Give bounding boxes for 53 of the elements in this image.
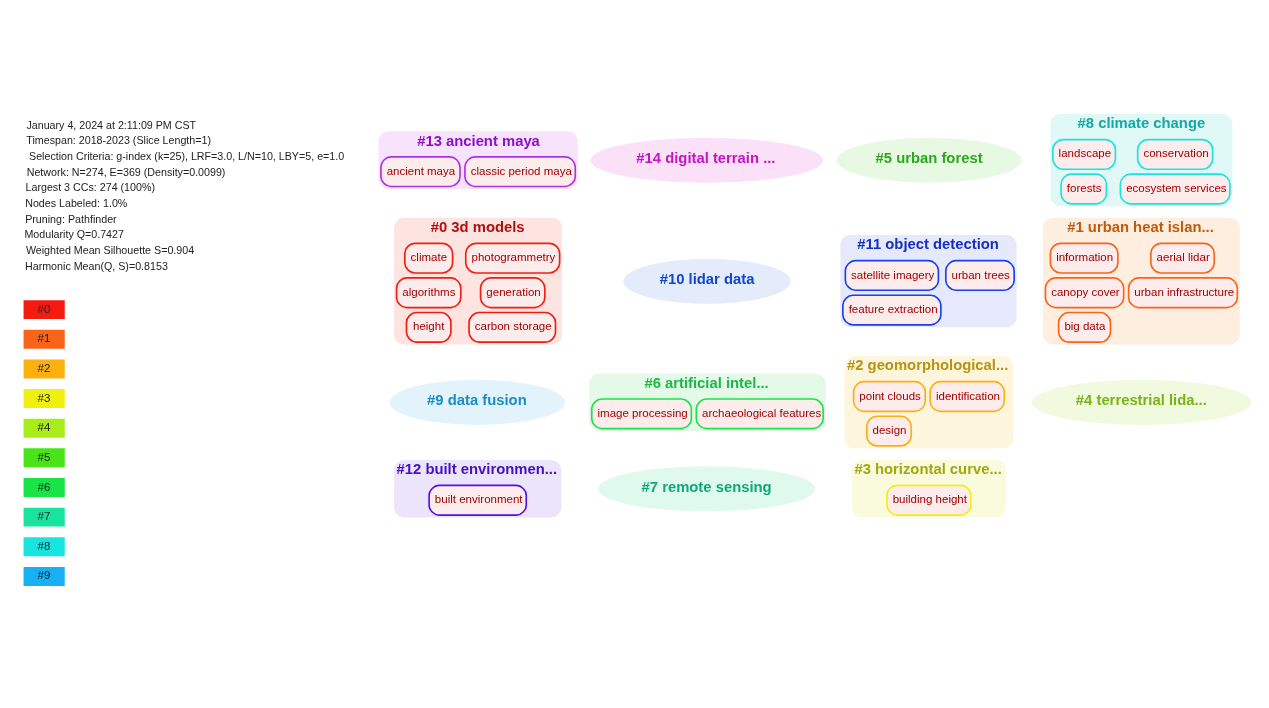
node-box: feature extraction	[842, 293, 942, 326]
label: Harmonic Mean(Q, S)=0.8153	[25, 259, 168, 272]
legend-label: #3	[37, 391, 51, 404]
node-box: carbon storage	[468, 311, 557, 343]
node-box: aerial lidar	[1150, 242, 1216, 274]
legend-label: #4	[37, 420, 51, 433]
node-box: canopy cover	[1044, 276, 1125, 308]
node-box: point clouds	[852, 380, 927, 412]
node-ellipse: #9 data fusion	[389, 379, 566, 425]
legend-label: #8	[37, 539, 51, 552]
node-box: conservation	[1136, 138, 1214, 170]
node-box: ancient maya	[380, 155, 461, 187]
node-ellipse: #4 terrestrial lida...	[1031, 379, 1252, 425]
node-box: landscape	[1052, 138, 1117, 170]
node-box: satellite imagery	[844, 259, 940, 291]
node-box: archaeological features	[695, 397, 824, 429]
node-ellipse: #14 digital terrain ...	[590, 137, 824, 183]
label: Network: N=274, E=369 (Density=0.0099)	[26, 165, 226, 178]
legend-label: #0	[37, 302, 51, 315]
label: Selection Criteria: g-index (k=25), LRF=3.0, L/N=10, LBY=5, e=1.0	[29, 149, 345, 162]
legend-label: #6	[37, 480, 51, 493]
label: Modularity Q=0.7427	[24, 227, 124, 240]
node-box: classic period maya	[464, 155, 577, 187]
node-box: height	[405, 311, 452, 343]
node-box: image processing	[590, 397, 693, 429]
legend-label: #1	[37, 331, 51, 344]
node-box: ecosystem services	[1119, 172, 1231, 205]
label: January 4, 2024 at 2:11:09 PM CST	[26, 118, 197, 131]
node-box: algorithms	[395, 276, 462, 308]
node-box: climate	[404, 242, 454, 274]
node-box: built environment	[428, 484, 528, 516]
node-box: design	[865, 414, 913, 447]
label: Largest 3 CCs: 274 (100%)	[25, 180, 156, 193]
node-box: generation	[479, 276, 546, 308]
label: Weighted Mean Silhouette S=0.904	[25, 243, 195, 256]
node-ellipse: #10 lidar data	[623, 258, 791, 304]
node-box: urban trees	[945, 259, 1015, 291]
node-box: building height	[886, 484, 972, 516]
legend-label: #9	[37, 568, 51, 581]
node-box: information	[1049, 242, 1119, 274]
node-box: photogrammetry	[464, 242, 561, 274]
label: Nodes Labeled: 1.0%	[25, 196, 128, 209]
label: Timespan: 2018-2023 (Slice Length=1)	[26, 133, 212, 146]
label: Pruning: Pathfinder	[25, 212, 117, 225]
node-box: urban infrastructure	[1127, 276, 1239, 308]
node-ellipse: #7 remote sensing	[597, 465, 816, 511]
legend-label: #2	[37, 361, 51, 374]
node-box: big data	[1057, 311, 1112, 343]
legend-label: #5	[37, 450, 51, 463]
legend-label: #7	[37, 509, 51, 522]
node-box: forests	[1060, 172, 1108, 205]
node-box: identification	[929, 380, 1006, 412]
node-ellipse: #5 urban forest	[836, 137, 1022, 183]
